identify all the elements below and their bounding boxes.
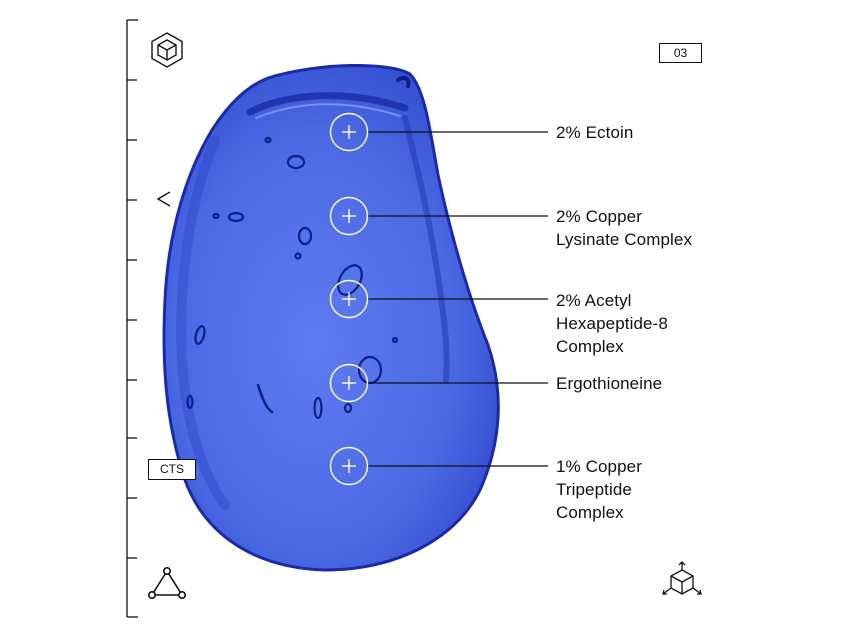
ruler	[126, 19, 138, 618]
ingredient-label-4: Ergothioneine	[556, 372, 662, 395]
label-line: Tripeptide	[556, 480, 632, 499]
cube-icon	[151, 32, 183, 68]
ingredient-marker-3[interactable]	[329, 279, 369, 319]
ingredient-label-3: 2% Acetyl Hexapeptide-8 Complex	[556, 289, 668, 358]
label-line: Lysinate Complex	[556, 230, 693, 249]
chevron-left-icon[interactable]	[156, 191, 171, 207]
ingredient-marker-1[interactable]	[329, 112, 369, 152]
category-badge: CTS	[148, 459, 196, 480]
page-number-badge: 03	[659, 43, 702, 63]
ingredient-connectors	[329, 112, 548, 486]
ingredient-label-5: 1% Copper Tripeptide Complex	[556, 455, 642, 524]
gel-swatch	[162, 63, 500, 572]
ingredient-marker-5[interactable]	[329, 446, 369, 486]
label-line: Complex	[556, 337, 624, 356]
triangle-nodes-icon	[148, 566, 187, 599]
label-line: Ergothioneine	[556, 374, 663, 393]
label-line: 1% Copper	[556, 457, 642, 476]
ingredient-marker-4[interactable]	[329, 363, 369, 403]
ingredient-marker-2[interactable]	[329, 196, 369, 236]
label-line: Hexapeptide-8	[556, 314, 668, 333]
label-line: 2% Acetyl	[556, 291, 632, 310]
label-line: 2% Ectoin	[556, 123, 634, 142]
ingredient-label-2: 2% Copper Lysinate Complex	[556, 205, 692, 251]
ingredient-label-1: 2% Ectoin	[556, 121, 633, 144]
label-line: 2% Copper	[556, 207, 642, 226]
label-line: Complex	[556, 503, 624, 522]
cube-axes-icon	[662, 561, 702, 595]
